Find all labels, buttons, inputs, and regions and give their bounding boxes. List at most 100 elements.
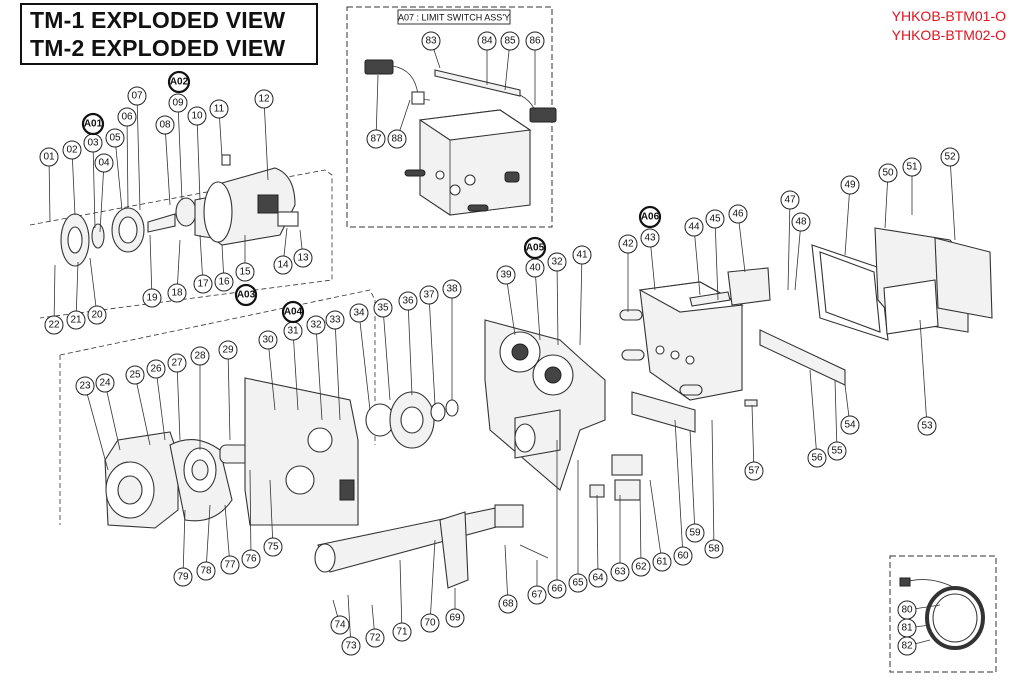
leader-line-09: [177, 102, 183, 201]
callout-11: 11: [209, 99, 229, 119]
svg-text:24: 24: [99, 378, 111, 389]
leader-line-34: [358, 312, 371, 411]
callout-52: 52: [940, 147, 960, 167]
svg-text:21: 21: [70, 315, 82, 326]
svg-text:87: 87: [370, 134, 382, 145]
svg-text:63: 63: [614, 567, 626, 578]
svg-text:57: 57: [748, 466, 760, 477]
leader-line-57: [751, 404, 755, 472]
svg-text:49: 49: [844, 180, 856, 191]
title-line-2: TM-2 EXPLODED VIEW: [30, 35, 286, 61]
svg-text:25: 25: [129, 370, 141, 381]
callout-14: 14: [273, 255, 293, 275]
leader-line-23: [84, 385, 109, 471]
leader-line-40: [534, 267, 541, 341]
svg-text:66: 66: [551, 584, 563, 595]
svg-text:75: 75: [267, 542, 279, 553]
callout-73: 73: [341, 636, 361, 656]
callout-32-right: 32: [547, 252, 567, 272]
callout-12: 12: [254, 89, 274, 109]
svg-text:32: 32: [310, 320, 322, 331]
svg-text:31: 31: [287, 326, 299, 337]
callout-20: 20: [87, 305, 107, 325]
svg-text:39: 39: [500, 270, 512, 281]
svg-text:07: 07: [131, 91, 143, 102]
gearbox-assembly: [104, 429, 291, 529]
callout-58: 58: [704, 539, 724, 559]
callout-17: 17: [193, 274, 213, 294]
leader-line-37: [428, 294, 436, 406]
assembly-a01: A01: [81, 112, 105, 136]
callout-35: 35: [373, 298, 393, 318]
leader-line-19: [149, 234, 153, 299]
callout-51: 51: [902, 157, 922, 177]
svg-text:A03: A03: [237, 290, 256, 301]
leader-line-05: [114, 137, 123, 211]
svg-text:65: 65: [572, 578, 584, 589]
callout-65: 65: [568, 573, 588, 593]
svg-text:16: 16: [218, 277, 230, 288]
limit-switch-top: [418, 109, 532, 141]
leader-line-48: [794, 221, 802, 291]
leader-line-33: [334, 319, 341, 421]
svg-text:29: 29: [222, 345, 234, 356]
callout-70: 70: [420, 613, 440, 633]
svg-text:79: 79: [177, 572, 189, 583]
callout-55: 55: [827, 441, 847, 461]
svg-text:A05: A05: [526, 243, 545, 254]
svg-text:62: 62: [635, 562, 647, 573]
svg-text:19: 19: [146, 293, 158, 304]
assembly-a03: A03: [234, 283, 258, 307]
svg-text:33: 33: [329, 315, 341, 326]
svg-text:73: 73: [345, 641, 357, 652]
svg-text:42: 42: [622, 239, 634, 250]
svg-text:81: 81: [901, 623, 913, 634]
callout-63: 63: [610, 562, 630, 582]
callout-66: 66: [547, 579, 567, 599]
callout-13: 13: [293, 248, 313, 268]
callout-80: 80: [897, 600, 917, 620]
callout-28: 28: [190, 346, 210, 366]
svg-text:27: 27: [171, 358, 183, 369]
callout-42: 42: [618, 234, 638, 254]
callout-29: 29: [218, 340, 238, 360]
svg-text:83: 83: [425, 36, 437, 47]
assembly-a04: A04: [281, 300, 305, 324]
callout-56: 56: [807, 448, 827, 468]
leader-line-62: [639, 489, 642, 568]
callout-44: 44: [684, 217, 704, 237]
leader-line-02: [71, 149, 76, 216]
svg-text:01: 01: [43, 152, 55, 163]
title-box: TM-1 EXPLODED VIEW TM-2 EXPLODED VIEW: [20, 3, 318, 65]
terminal-strip: [759, 329, 846, 386]
leader-line-29: [227, 349, 231, 441]
leader-line-56: [809, 369, 818, 459]
svg-text:35: 35: [377, 303, 389, 314]
callout-49: 49: [840, 175, 860, 195]
leader-line-60: [674, 419, 684, 557]
svg-text:23: 23: [79, 381, 91, 392]
leader-line-64: [596, 494, 599, 579]
leader-line-26: [155, 368, 166, 441]
leader-line-03: [92, 142, 96, 229]
leader-line-31: [292, 330, 299, 411]
svg-text:61: 61: [656, 557, 668, 568]
gearbox-section-frame: [59, 289, 376, 525]
svg-text:64: 64: [592, 573, 604, 584]
leader-line-87: [375, 74, 379, 140]
svg-text:52: 52: [944, 152, 956, 163]
callout-02: 02: [62, 140, 82, 160]
callout-22: 22: [44, 315, 64, 335]
callout-78: 78: [196, 561, 216, 581]
leader-line-21: [75, 261, 79, 321]
svg-text:09: 09: [172, 98, 184, 109]
leader-line-77: [224, 504, 231, 566]
assembly-a02: A02: [167, 70, 191, 94]
callout-82: 82: [897, 636, 917, 656]
leader-line-46: [737, 213, 746, 273]
leader-line-39: [505, 274, 516, 336]
svg-text:70: 70: [424, 618, 436, 629]
callout-25: 25: [125, 365, 145, 385]
leader-line-41: [579, 254, 583, 346]
